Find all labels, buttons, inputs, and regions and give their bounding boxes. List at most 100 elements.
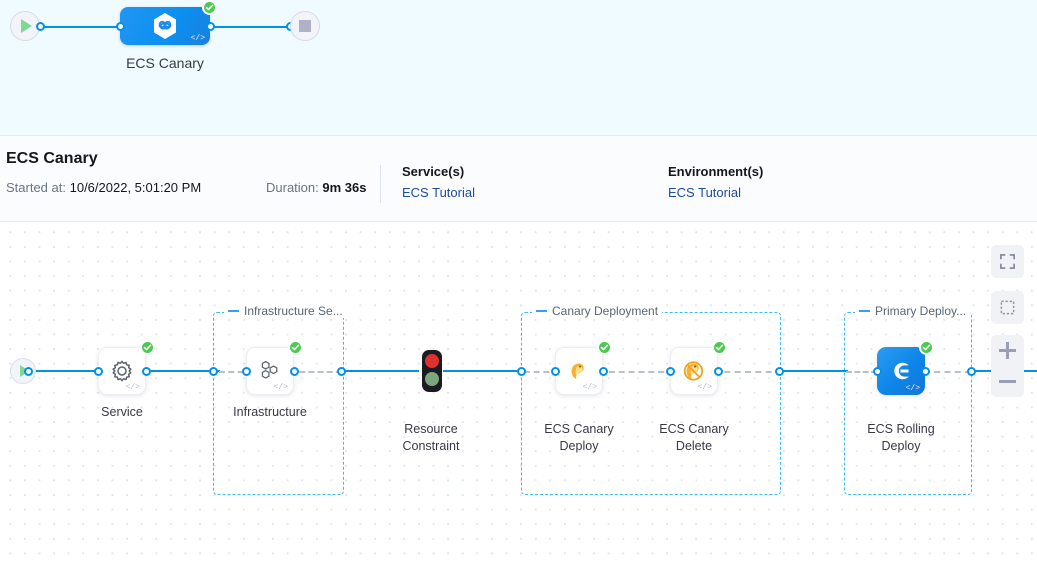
collapse-dash-icon[interactable] [228, 310, 239, 312]
node-label-line1: Resource [404, 422, 458, 436]
node-resource-constraint[interactable] [408, 347, 456, 395]
code-badge: </> [905, 384, 920, 393]
duration-text: Duration: 9m 36s [266, 180, 367, 195]
code-badge: </> [582, 383, 597, 392]
traffic-light-red [425, 354, 439, 368]
node-label-line2: Deploy [559, 439, 599, 453]
status-badge-canary-deploy [597, 340, 612, 355]
zoom-out-button[interactable] [999, 380, 1016, 383]
minimap-strip: </> ECS Canary [0, 0, 1037, 136]
node-ecs-canary-deploy[interactable]: </> [555, 347, 603, 395]
hexagon-cluster-icon [261, 360, 278, 379]
port-group-infra-exit [337, 367, 346, 376]
wire-resource-to-canary [443, 370, 526, 372]
port-rolling-deploy-out [921, 367, 930, 376]
node-label-resource-constraint: Resource Constraint [361, 421, 501, 455]
minimap-wire-left [44, 25, 120, 28]
port-service-out [142, 367, 151, 376]
collapse-dash-icon[interactable] [536, 310, 547, 312]
collapse-dash-icon[interactable] [859, 310, 870, 312]
wire-infra-to-resource [341, 370, 419, 372]
minimap-pipeline-node[interactable]: </> [120, 7, 210, 45]
minimap-start-node[interactable] [10, 11, 40, 41]
port-rolling-deploy-in [873, 367, 882, 376]
zoom-controls[interactable] [991, 335, 1024, 397]
port-start-out [24, 367, 33, 376]
node-label-line1: ECS Canary [659, 422, 729, 436]
node-label-line1: ECS Canary [544, 422, 614, 436]
canary-bird-icon [571, 363, 584, 379]
group-label-infrastructure[interactable]: Infrastructure Se... [224, 304, 347, 318]
wire-canary-to-primary [780, 370, 848, 372]
fit-to-screen-button[interactable] [991, 245, 1024, 278]
dashed-square-icon [1000, 300, 1015, 315]
traffic-light-icon [422, 350, 442, 392]
execution-info-bar: ECS Canary Started at: 10/6/2022, 5:01:2… [0, 136, 1037, 222]
port-group-infra-entry [209, 367, 218, 376]
duration-value: 9m 36s [322, 180, 367, 195]
environments-label: Environment(s) [668, 164, 764, 179]
minimap-node-in-port [116, 22, 125, 31]
node-label-service: Service [101, 405, 143, 419]
node-service[interactable]: </> [98, 347, 146, 395]
minimap-pipeline-label: ECS Canary [126, 55, 204, 71]
port-canary-delete-out [714, 367, 723, 376]
port-canary-deploy-in [551, 367, 560, 376]
stage-group-canary[interactable]: Canary Deployment [521, 304, 781, 495]
port-group-canary-entry [517, 367, 526, 376]
node-ecs-rolling-deploy[interactable]: </> [877, 347, 925, 395]
group-label-text: Canary Deployment [552, 304, 659, 318]
info-divider [380, 165, 381, 203]
wire-dashed-primary-in [846, 371, 877, 373]
stage-group-primary[interactable]: Primary Deploy... [844, 304, 972, 495]
wire-dashed-deploy-to-delete [599, 371, 674, 373]
wire-service-to-infra [141, 370, 220, 372]
services-value-link[interactable]: ECS Tutorial [402, 185, 475, 200]
stage-group-infrastructure[interactable]: Infrastructure Se... [213, 304, 347, 495]
port-group-canary-exit [775, 367, 784, 376]
play-icon [21, 19, 32, 33]
code-badge: </> [125, 383, 140, 392]
minimap-status-badge [202, 0, 217, 15]
canvas-start-node[interactable] [10, 358, 36, 384]
started-at-value: 10/6/2022, 5:01:20 PM [69, 180, 202, 195]
status-badge-canary-delete [712, 340, 727, 355]
duration-label: Duration [266, 180, 316, 195]
node-label-line1: ECS Rolling [867, 422, 935, 436]
traffic-light-green [425, 372, 439, 386]
port-infrastructure-in [242, 367, 251, 376]
group-label-canary[interactable]: Canary Deployment [532, 304, 663, 318]
node-label-rolling-deploy: ECS Rolling Deploy [831, 421, 971, 455]
pipeline-canvas[interactable]: Infrastructure Se... Canary Deployment P… [0, 222, 1037, 564]
wire-start-to-service [28, 370, 108, 372]
wire-dashed-canary-deploy-in [524, 371, 559, 373]
node-infrastructure[interactable]: </> [246, 347, 294, 395]
wire-dashed-infra-out [290, 371, 342, 373]
select-area-button[interactable] [991, 291, 1024, 324]
harness-hexagon-infinity-icon [154, 13, 176, 39]
group-label-text: Primary Deploy... [875, 304, 967, 318]
node-label-line2: Delete [675, 439, 713, 453]
port-canary-deploy-out [599, 367, 608, 376]
code-badge: </> [190, 34, 205, 43]
node-label-infrastructure: Infrastructure [233, 405, 307, 419]
code-badge: </> [697, 383, 712, 392]
port-service-in [94, 367, 103, 376]
services-label: Service(s) [402, 164, 465, 179]
node-ecs-canary-delete[interactable]: </> [670, 347, 718, 395]
environments-value-link[interactable]: ECS Tutorial [668, 185, 741, 200]
services-column: Service(s) ECS Tutorial [402, 164, 475, 200]
started-at-text: Started at: 10/6/2022, 5:01:20 PM [6, 180, 202, 195]
status-badge-rolling-deploy [919, 340, 934, 355]
wire-dashed-primary-out [924, 371, 971, 373]
node-label-line2: Constraint [402, 439, 460, 453]
zoom-in-button[interactable] [999, 343, 1016, 358]
minimap-stop-node[interactable] [290, 11, 320, 41]
port-canary-delete-in [666, 367, 675, 376]
status-badge-service [140, 340, 155, 355]
page-title: ECS Canary [6, 150, 98, 167]
group-label-primary[interactable]: Primary Deploy... [855, 304, 971, 318]
expand-corners-icon [1000, 254, 1015, 269]
code-badge: </> [273, 383, 288, 392]
stop-icon [299, 20, 311, 32]
